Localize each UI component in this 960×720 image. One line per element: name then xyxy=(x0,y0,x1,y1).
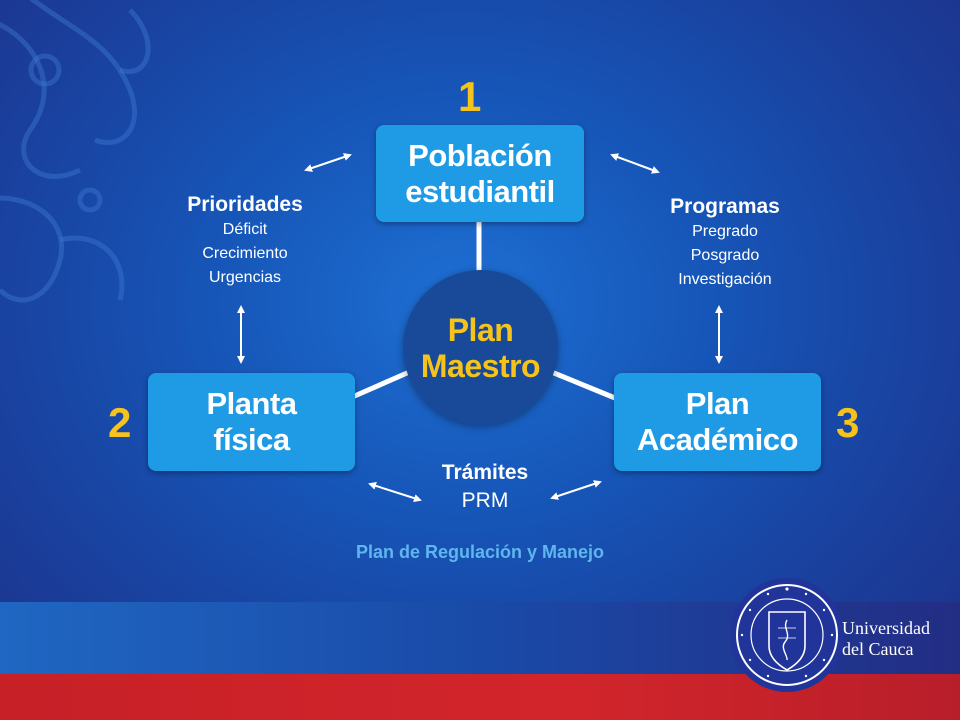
node-number-1: 1 xyxy=(458,73,482,120)
node-poblacion-label: Población estudiantil xyxy=(405,137,555,209)
arrow-bottom-left xyxy=(368,482,422,502)
tramites-value: PRM xyxy=(461,489,509,512)
university-seal-icon xyxy=(730,578,844,692)
node-academico-label: Plan Académico xyxy=(637,386,798,457)
programas-title: Programas xyxy=(670,195,780,218)
prioridades-item: Crecimiento xyxy=(202,245,288,262)
prioridades-item: Urgencias xyxy=(208,269,282,286)
prioridades-block: Prioridades Déficit Crecimiento Urgencia… xyxy=(160,192,330,290)
node-poblacion-estudiantil: Población estudiantil xyxy=(376,125,584,222)
connector-right xyxy=(551,370,618,401)
prioridades-title: Prioridades xyxy=(187,193,303,216)
node-planta-fisica: Planta física xyxy=(148,373,355,471)
programas-item: Pregrado xyxy=(692,223,758,240)
arrow-top-left xyxy=(304,153,352,172)
prioridades-item: Déficit xyxy=(222,221,268,238)
node-planta-label: Planta física xyxy=(206,386,297,457)
center-plan-maestro: Plan Maestro xyxy=(403,270,558,425)
tramites-block: Trámites PRM xyxy=(410,460,560,516)
arrow-bottom-right xyxy=(550,480,602,500)
university-name: Universidad del Cauca xyxy=(842,618,930,659)
programas-block: Programas Pregrado Posgrado Investigació… xyxy=(630,194,820,292)
programas-item: Investigación xyxy=(678,271,772,288)
center-label: Plan Maestro xyxy=(420,311,541,384)
connector-left xyxy=(347,370,410,401)
node-number-2: 2 xyxy=(108,399,132,446)
arrow-top-right xyxy=(610,153,660,174)
tramites-title: Trámites xyxy=(441,461,529,484)
plan-regulacion-note: Plan de Regulación y Manejo xyxy=(355,542,605,562)
programas-item: Posgrado xyxy=(690,247,760,264)
node-number-3: 3 xyxy=(836,399,860,446)
decorative-ornament-icon xyxy=(0,0,151,303)
node-plan-academico: Plan Académico xyxy=(614,373,821,471)
